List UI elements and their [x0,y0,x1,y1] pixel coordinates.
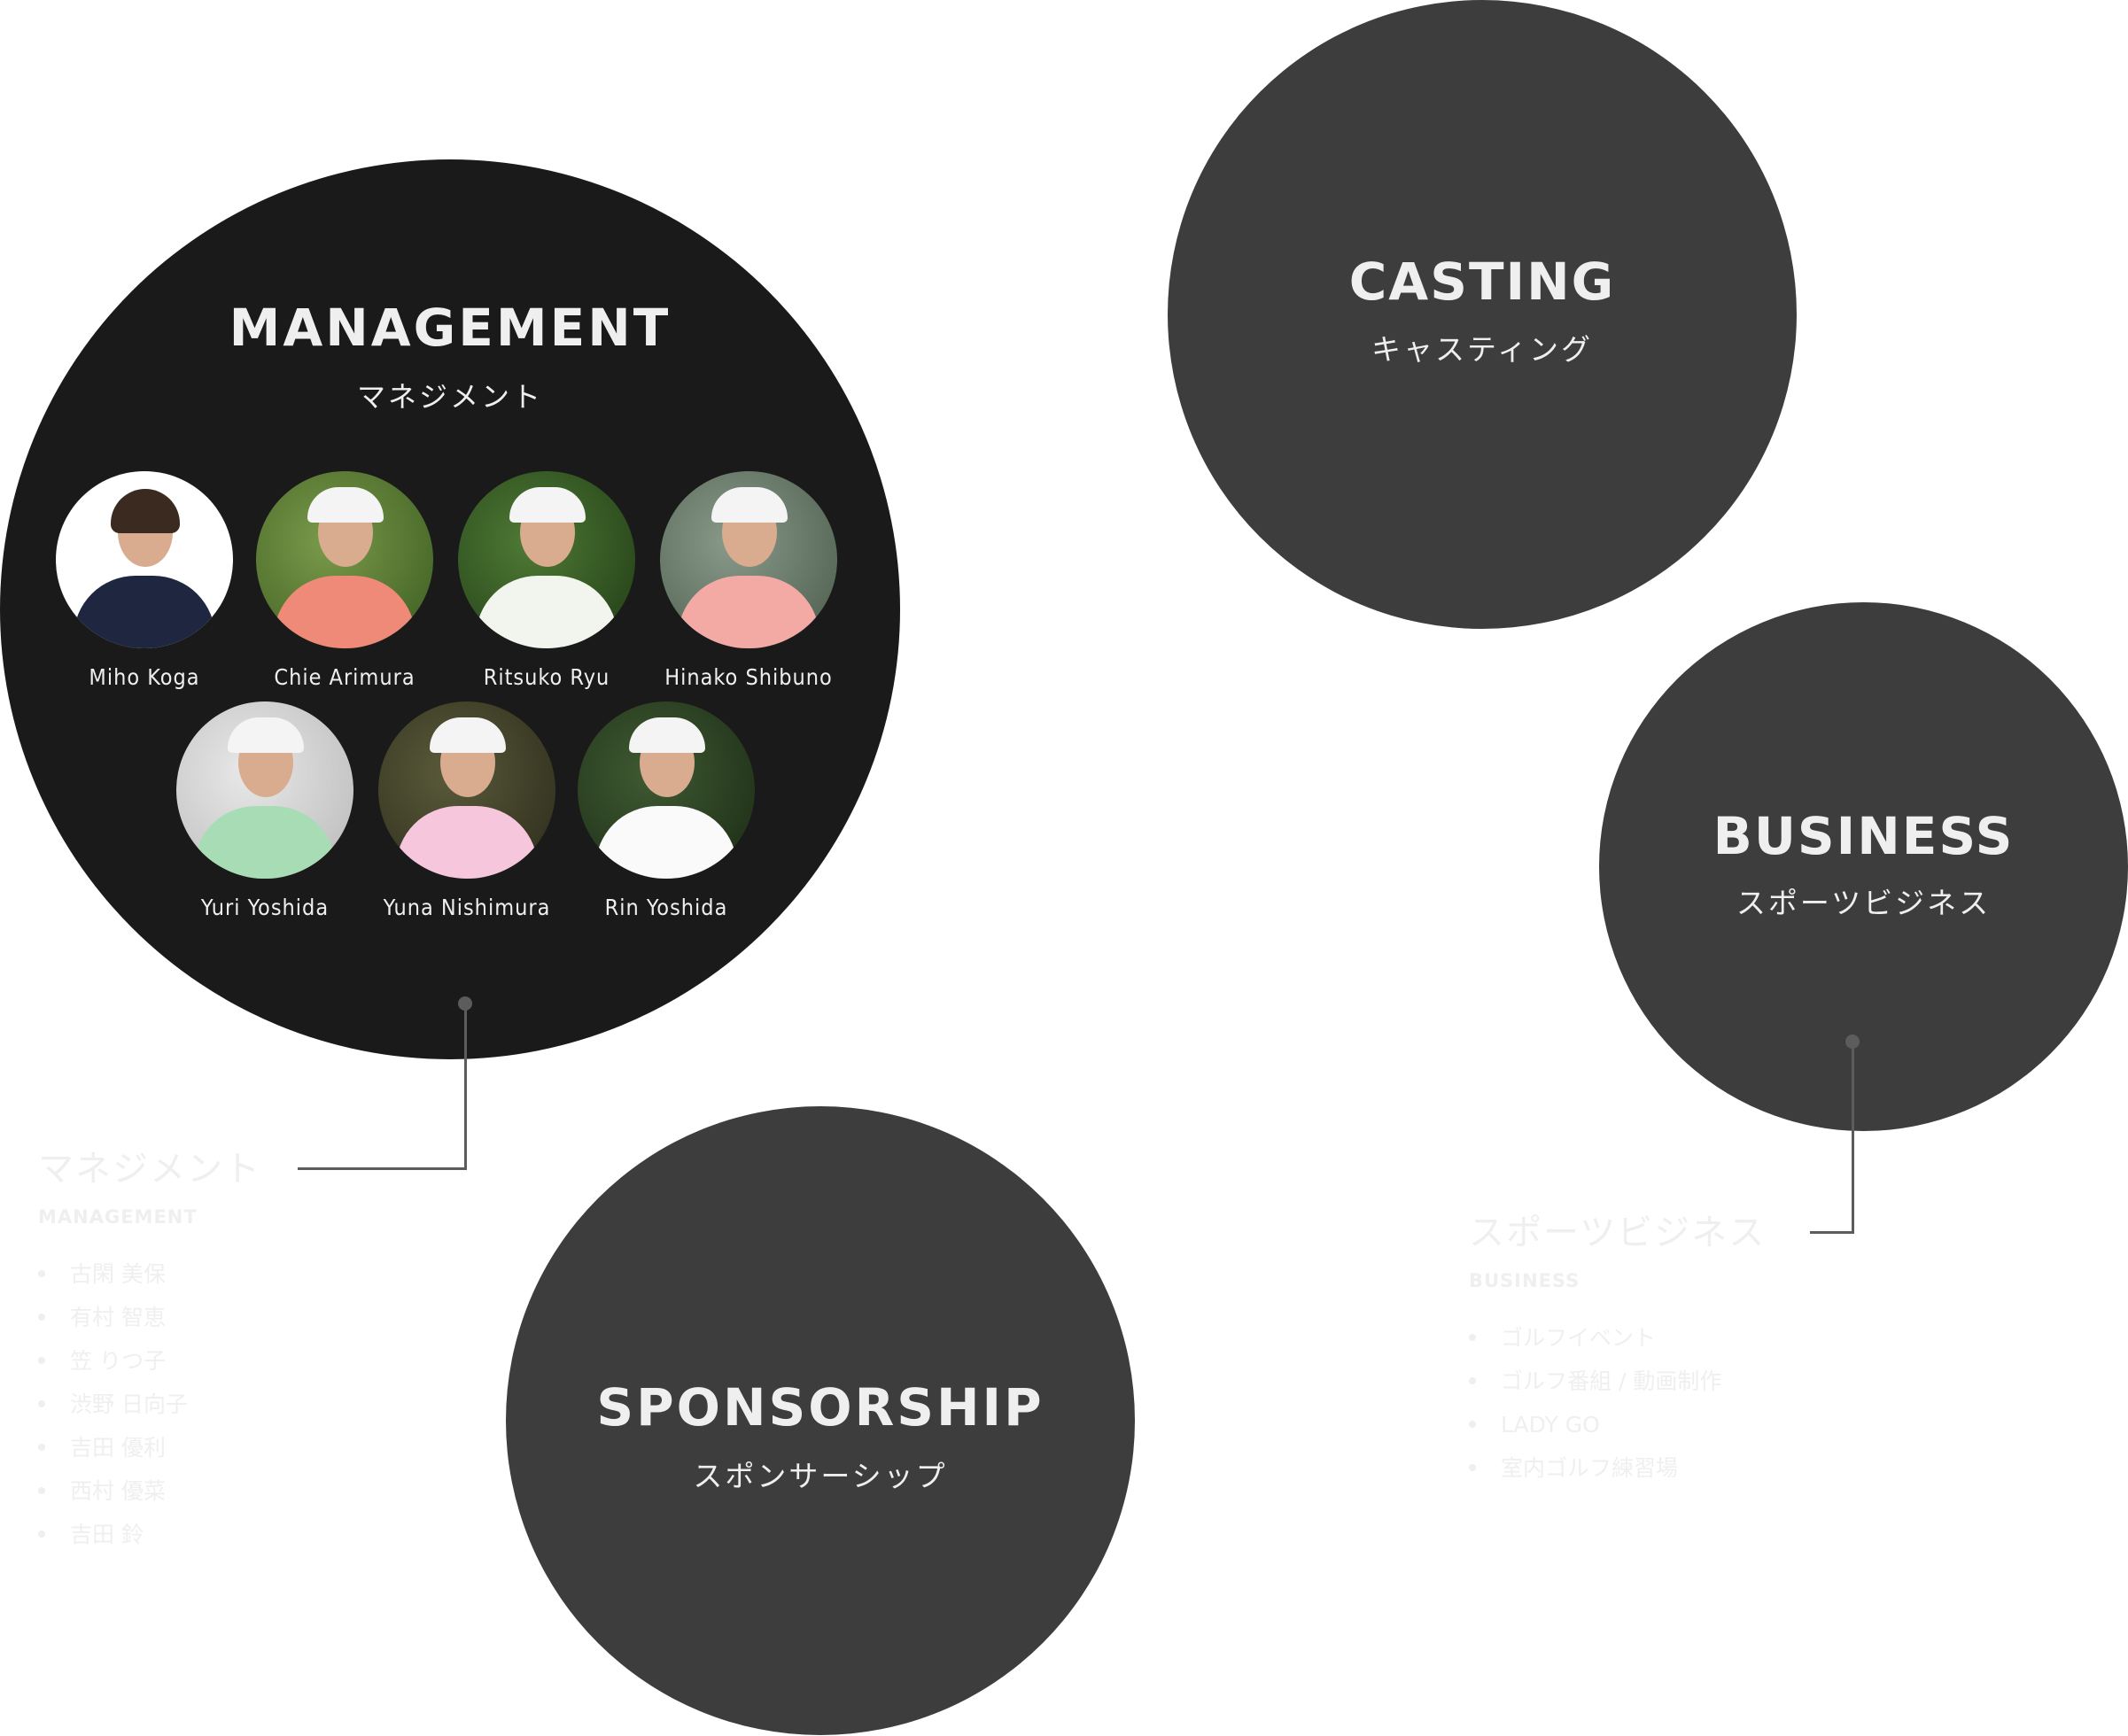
management-title-en: MANAGEMENT [229,298,672,358]
player-name: Chie Arimura [274,664,416,690]
player-card[interactable]: Hinako Shibuno [642,471,855,690]
management-circle[interactable]: MANAGEMENT マネジメント Miho Koga Chie Arimura… [0,159,900,1059]
list-item: 笠 りつ子 [38,1339,261,1383]
management-title-jp: マネジメント [356,380,543,414]
list-item: 西村 優菜 [38,1469,261,1513]
bullet-icon [1469,1334,1476,1341]
player-card[interactable]: Miho Koga [38,471,251,690]
business-side-subtitle: BUSINESS [1469,1270,1580,1291]
list-item: 吉田 優利 [38,1426,261,1469]
list-item: LADY GO [1469,1403,1766,1446]
bullet-icon [1469,1377,1476,1384]
bullet-icon [38,1314,45,1321]
management-side-title: マネジメント [38,1149,261,1190]
business-connector-horizontal [1810,1231,1854,1234]
player-photo [660,471,837,648]
list-item: 古閑 美保 [38,1252,261,1296]
player-name: Yuri Yoshida [200,895,330,920]
list-item-label: 渋野 日向子 [70,1391,188,1417]
list-item-label: 笠 りつ子 [70,1348,167,1374]
list-item-label: 吉田 優利 [70,1435,166,1461]
list-item-label: 古閑 美保 [70,1261,166,1287]
list-item-label: 有村 智恵 [70,1305,166,1330]
list-item: 有村 智恵 [38,1296,261,1339]
player-card[interactable]: Rin Yoshida [560,701,773,920]
list-item: ゴルフ番組 / 動画制作 [1469,1360,1766,1403]
player-name: Miho Koga [89,664,200,690]
list-item: ゴルフイベント [1469,1316,1766,1360]
player-name: Rin Yoshida [604,895,728,920]
player-card[interactable]: Ritsuko Ryu [440,471,653,690]
player-photo [458,471,635,648]
player-photo [378,701,555,879]
player-photo [578,701,755,879]
bullet-icon [38,1531,45,1538]
player-name: Hinako Shibuno [664,664,833,690]
management-player-list: 古閑 美保 有村 智恵 笠 りつ子 渋野 日向子 吉田 優利 西村 優菜 吉田 … [38,1252,261,1556]
bullet-icon [38,1400,45,1407]
list-item-label: ゴルフイベント [1501,1325,1657,1351]
business-title-jp: スポーツビジネス [1736,886,1992,920]
list-item-label: ゴルフ番組 / 動画制作 [1501,1368,1722,1394]
bullet-icon [38,1487,45,1494]
business-connector-vertical [1852,1042,1854,1234]
list-item-label: 吉田 鈴 [70,1522,144,1547]
management-connector-horizontal [298,1167,467,1170]
list-item-label: 室内ゴルフ練習場 [1501,1455,1679,1481]
player-card[interactable]: Yuri Yoshida [159,701,371,920]
bullet-icon [1469,1464,1476,1471]
business-side-title: スポーツビジネス [1469,1213,1767,1253]
casting-title-en: CASTING [1348,252,1616,312]
player-photo [256,471,433,648]
bullet-icon [38,1444,45,1451]
management-connector-vertical [464,1004,467,1170]
bullet-icon [38,1357,45,1364]
player-card[interactable]: Yuna Nishimura [361,701,573,920]
business-service-list: ゴルフイベント ゴルフ番組 / 動画制作 LADY GO 室内ゴルフ練習場 [1469,1316,1766,1490]
player-name: Ritsuko Ryu [483,664,610,690]
business-side-panel: スポーツビジネス BUSINESS ゴルフイベント ゴルフ番組 / 動画制作 L… [1469,1212,1766,1490]
player-name: Yuna Nishimura [383,895,551,920]
bullet-icon [38,1270,45,1277]
list-item: 室内ゴルフ練習場 [1469,1446,1766,1490]
player-card[interactable]: Chie Arimura [238,471,451,690]
sponsorship-title-en: SPONSORSHIP [596,1377,1045,1438]
business-title-en: BUSINESS [1712,806,2015,866]
list-item-label: LADY GO [1501,1412,1600,1438]
sponsorship-title-jp: スポンサーシップ [693,1459,948,1493]
management-side-panel: マネジメント MANAGEMENT 古閑 美保 有村 智恵 笠 りつ子 渋野 日… [38,1148,261,1556]
list-item: 吉田 鈴 [38,1513,261,1556]
list-item-label: 西村 優菜 [70,1478,166,1504]
casting-title-jp: キャスティング [1371,332,1594,367]
business-circle[interactable]: BUSINESS スポーツビジネス [1599,602,2128,1131]
list-item: 渋野 日向子 [38,1383,261,1426]
player-photo [176,701,353,879]
casting-circle[interactable]: CASTING キャスティング [1168,0,1797,629]
player-photo [56,471,233,648]
sponsorship-circle[interactable]: SPONSORSHIP スポンサーシップ [506,1106,1135,1735]
management-side-subtitle: MANAGEMENT [38,1206,198,1228]
bullet-icon [1469,1421,1476,1428]
